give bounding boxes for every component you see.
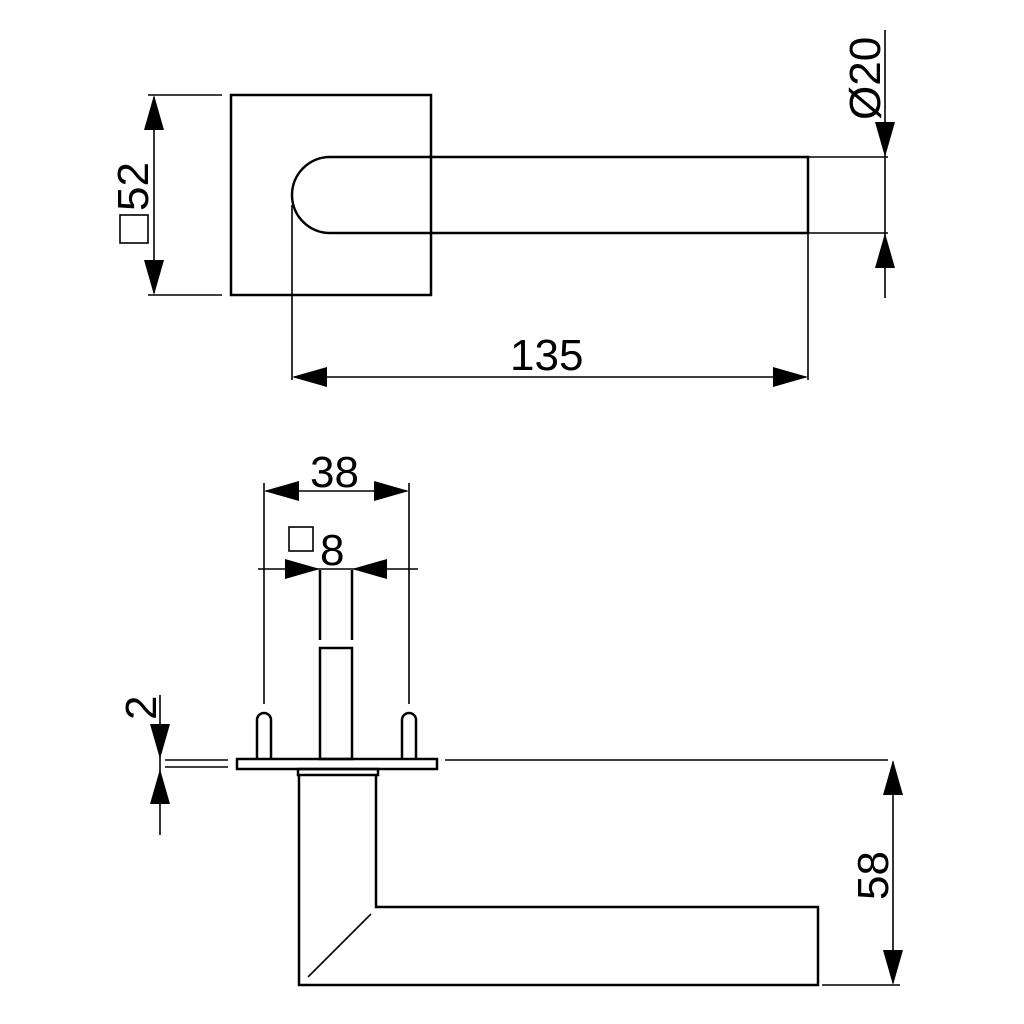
spindle-square-symbol xyxy=(288,526,314,552)
arrowhead-right xyxy=(773,367,808,387)
arrowhead-left xyxy=(292,367,327,387)
arrowhead-down xyxy=(144,260,164,295)
spindle-lower xyxy=(318,646,354,761)
square-rose-outline xyxy=(229,93,433,297)
arrowhead-38-left xyxy=(264,481,299,501)
left-pin xyxy=(255,711,273,759)
arrowhead-diameter-up xyxy=(875,233,895,268)
projection-dimension: 58 xyxy=(849,851,898,900)
spindle-square-dimension: 8 xyxy=(320,526,344,575)
arrowhead-58-down xyxy=(883,950,903,985)
lever-side-outline xyxy=(297,775,820,987)
arrowhead-2-down xyxy=(150,724,170,759)
right-pin xyxy=(400,711,418,759)
lever-top-outline xyxy=(290,155,810,235)
handle-length-dimension: 135 xyxy=(510,331,583,380)
rose-plate xyxy=(235,757,439,771)
side-view: 38 8 2 58 xyxy=(117,448,903,987)
arrowhead-8-right xyxy=(352,559,387,579)
handle-diameter-dimension: Ø20 xyxy=(841,37,890,120)
pin-spacing-dimension: 38 xyxy=(310,448,359,497)
arrowhead-38-right xyxy=(374,481,409,501)
rose-thickness-dimension: 2 xyxy=(117,696,166,720)
arrowhead-8-left xyxy=(285,559,320,579)
rose-collar xyxy=(296,767,380,777)
arrowhead-diameter-down xyxy=(875,122,895,157)
square-symbol xyxy=(119,214,149,244)
arrowhead-2-up xyxy=(150,769,170,804)
arrowhead-58-up xyxy=(883,760,903,795)
lever-bend-chamfer xyxy=(307,913,372,978)
top-view: 52 135 Ø20 xyxy=(109,30,895,387)
rose-square-dimension: 52 xyxy=(109,162,158,211)
arrowhead-up xyxy=(144,95,164,130)
